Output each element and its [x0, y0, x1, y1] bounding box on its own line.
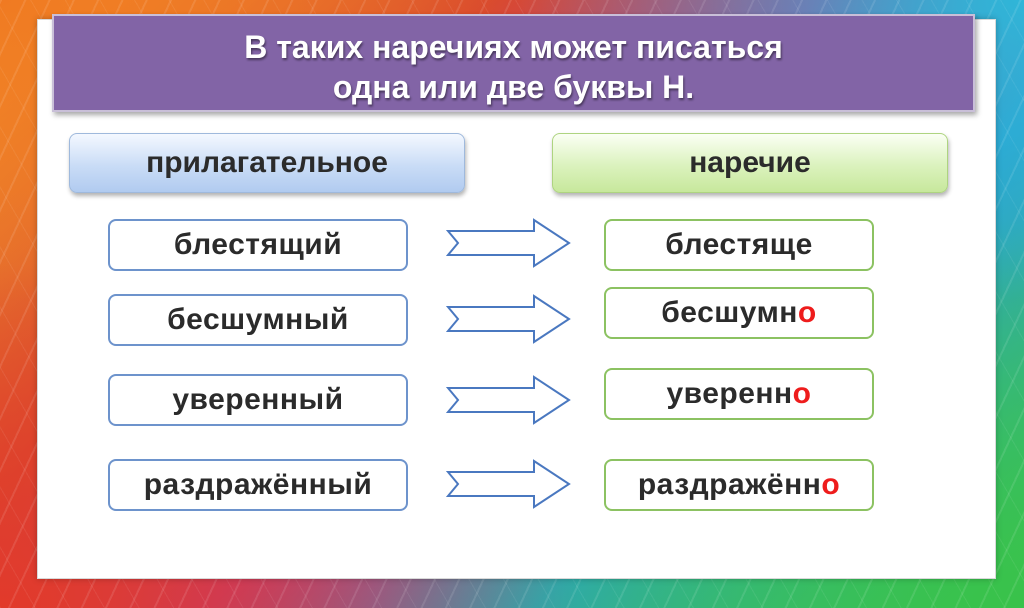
adverb-box: блестяще [604, 219, 874, 271]
adverb-stem: бесшумн [661, 296, 798, 329]
header-adverb: наречие [552, 133, 948, 193]
adverb-ending: о [821, 468, 841, 501]
adverb-ending: о [797, 296, 817, 329]
adverb-stem: уверенн [666, 377, 793, 410]
header-adjective: прилагательное [69, 133, 465, 193]
right-arrow-icon [446, 294, 571, 344]
adjective-box: бесшумный [108, 294, 408, 346]
adverb-stem: раздражённ [637, 468, 822, 501]
right-arrow-icon [446, 459, 571, 509]
right-arrow-icon [446, 375, 571, 425]
slide-title: В таких наречиях может писаться одна или… [52, 14, 975, 112]
title-line-1: В таких наречиях может писаться [244, 29, 783, 65]
title-line-2: одна или две буквы Н. [332, 69, 695, 105]
adjective-box: блестящий [108, 219, 408, 271]
adjective-box: уверенный [108, 374, 408, 426]
adjective-box: раздражённый [108, 459, 408, 511]
right-arrow-icon [446, 218, 571, 268]
adverb-ending: о [792, 377, 812, 410]
adverb-stem: блестяще [665, 228, 813, 261]
